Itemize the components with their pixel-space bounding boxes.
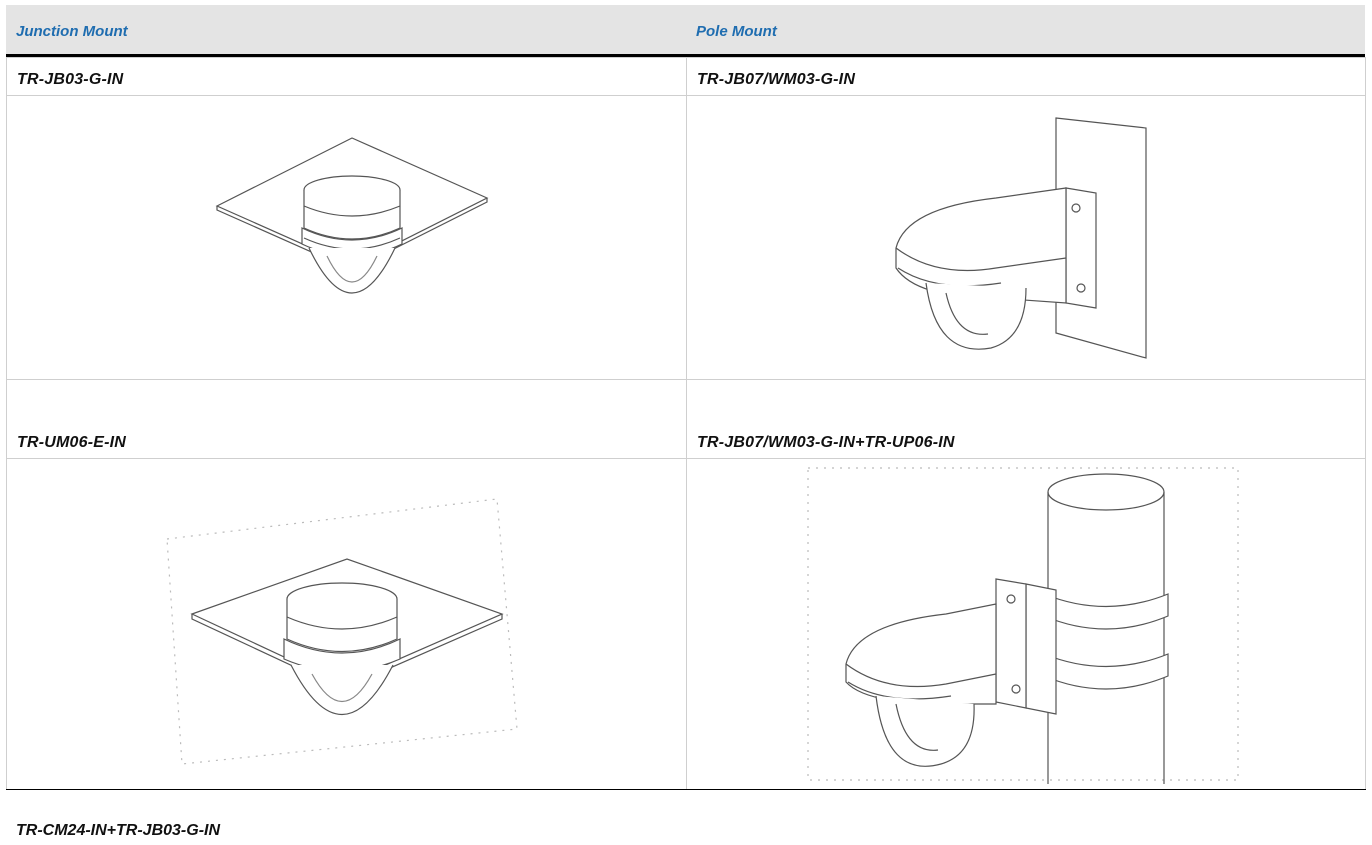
image-cell bbox=[6, 458, 687, 790]
document-page: Junction Mount Pole Mount TR-JB03-G-IN T… bbox=[6, 0, 1366, 845]
dome-pole-mount-drawing bbox=[807, 467, 1239, 784]
image-cell bbox=[686, 95, 1366, 380]
model-name: TR-UM06-E-IN bbox=[6, 379, 687, 459]
table-row bbox=[6, 458, 1366, 790]
header-label: Pole Mount bbox=[696, 23, 777, 40]
table-row: TR-JB03-G-IN TR-JB07/WM03-G-IN bbox=[6, 57, 1366, 96]
model-name: TR-CM24-IN+TR-JB03-G-IN bbox=[16, 822, 221, 839]
image-cell bbox=[6, 95, 687, 380]
dome-ceiling-mount-drawing bbox=[165, 498, 518, 765]
dome-ceiling-mount-drawing bbox=[215, 136, 488, 293]
table-row bbox=[6, 95, 1366, 380]
table-row: TR-UM06-E-IN TR-JB07/WM03-G-IN+TR-UP06-I… bbox=[6, 379, 1366, 459]
image-cell bbox=[686, 458, 1366, 790]
header-label: Junction Mount bbox=[16, 23, 128, 40]
model-name: TR-JB07/WM03-G-IN bbox=[686, 57, 1366, 96]
model-name: TR-JB03-G-IN bbox=[6, 57, 687, 96]
header-cell-junction-mount: Junction Mount bbox=[16, 5, 128, 54]
table-header: Junction Mount Pole Mount bbox=[6, 5, 1365, 57]
header-cell-pole-mount: Pole Mount bbox=[696, 5, 777, 54]
model-name: TR-JB07/WM03-G-IN+TR-UP06-IN bbox=[686, 379, 1366, 459]
dome-wall-bracket-drawing bbox=[895, 116, 1147, 359]
mount-table: TR-JB03-G-IN TR-JB07/WM03-G-IN bbox=[6, 57, 1366, 790]
